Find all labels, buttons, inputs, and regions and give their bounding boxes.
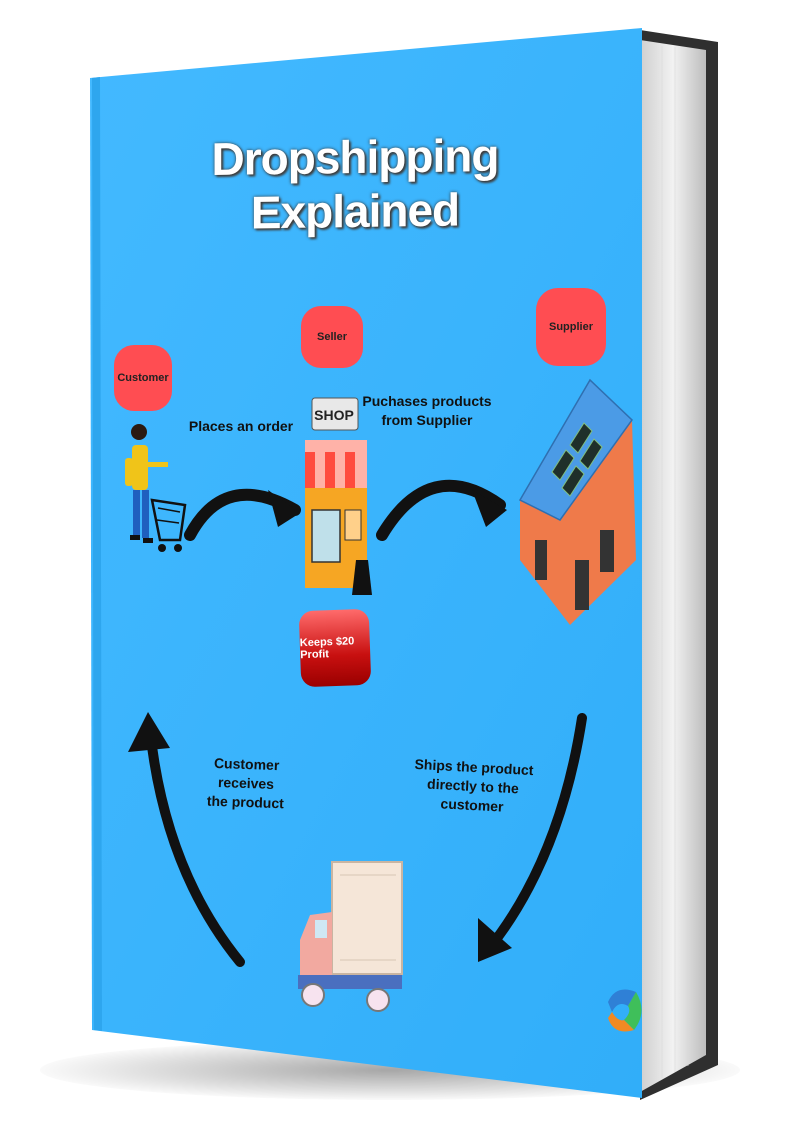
- customer-figure: [125, 424, 187, 552]
- shop-sign-text: SHOP: [314, 407, 354, 423]
- edge-label-purchases-line2: from Supplier: [381, 411, 473, 428]
- delivery-truck: [298, 861, 403, 1012]
- pages-block: [640, 40, 706, 1092]
- arrow-receives: [145, 725, 245, 967]
- arrow-purchases: [376, 479, 506, 541]
- edge-label-purchases: Puchases products from Supplier: [362, 392, 492, 430]
- diagram-title: Dropshipping Explained: [211, 128, 499, 239]
- node-profit: Keeps $20 Profit: [298, 608, 372, 688]
- edge-label-purchases-line1: Puchases products: [362, 393, 492, 409]
- node-seller: Seller: [301, 306, 363, 368]
- brand-logo: [608, 989, 642, 1032]
- edge-label-ships: Ships the product directly to the custom…: [397, 754, 550, 818]
- arrow-ships: [483, 713, 587, 955]
- shop-building: [305, 397, 372, 595]
- edge-label-receives: Customer receives the product: [185, 753, 307, 814]
- edge-label-places-order: Places an order: [188, 418, 294, 434]
- node-customer: Customer: [114, 345, 172, 411]
- node-supplier: Supplier: [536, 288, 606, 366]
- edge-label-ships-line2: directly to the customer: [426, 775, 520, 815]
- edge-label-receives-line1: Customer receives: [213, 754, 280, 792]
- warehouse-building: [518, 378, 636, 625]
